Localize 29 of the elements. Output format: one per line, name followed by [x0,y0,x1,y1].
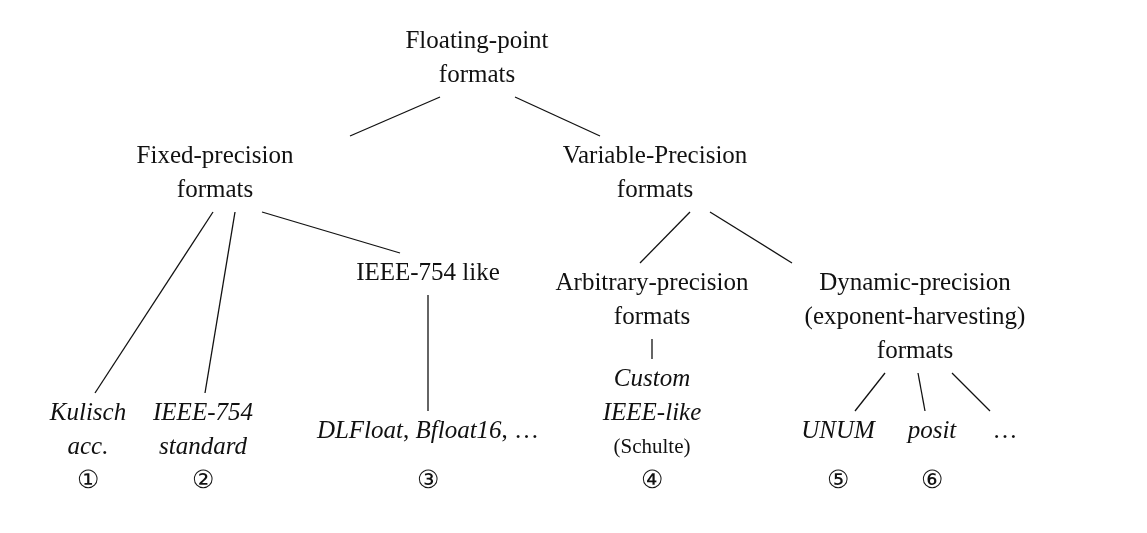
tree-line [917,372,926,412]
format-label: posit [892,413,972,447]
tree-line [639,211,691,264]
category-text: Variable-Precision formats [540,138,770,206]
callout-number: ① [77,465,99,495]
format-label: UNUM [788,413,888,447]
tree-line [349,96,441,137]
format-label: Custom IEEE-like (Schulte) [594,361,710,463]
tree-line [261,211,401,254]
category-text: Arbitrary-precision formats [532,265,772,333]
tree-line [427,294,429,412]
tree-line [709,211,793,264]
format-label: DLFloat, Bfloat16, … [293,413,563,447]
tree-line [951,372,991,412]
tree-line [94,211,214,394]
category-text: Dynamic-precision (exponent-harvesting) formats [785,265,1045,367]
tree-line [514,96,601,137]
tree-line [204,211,236,394]
tree-line [651,338,653,360]
callout-number: ② [192,465,214,495]
category-text: IEEE-754 like [328,255,528,289]
tree-line [854,372,886,412]
category-text: Fixed-precision formats [110,138,320,206]
callout-number: ③ [417,465,439,495]
root-category-text: Floating-point formats [387,23,567,91]
callout-number: ④ [641,465,663,495]
format-label: … [980,413,1030,447]
callout-number: ⑥ [921,465,943,495]
callout-number: ⑤ [827,465,849,495]
